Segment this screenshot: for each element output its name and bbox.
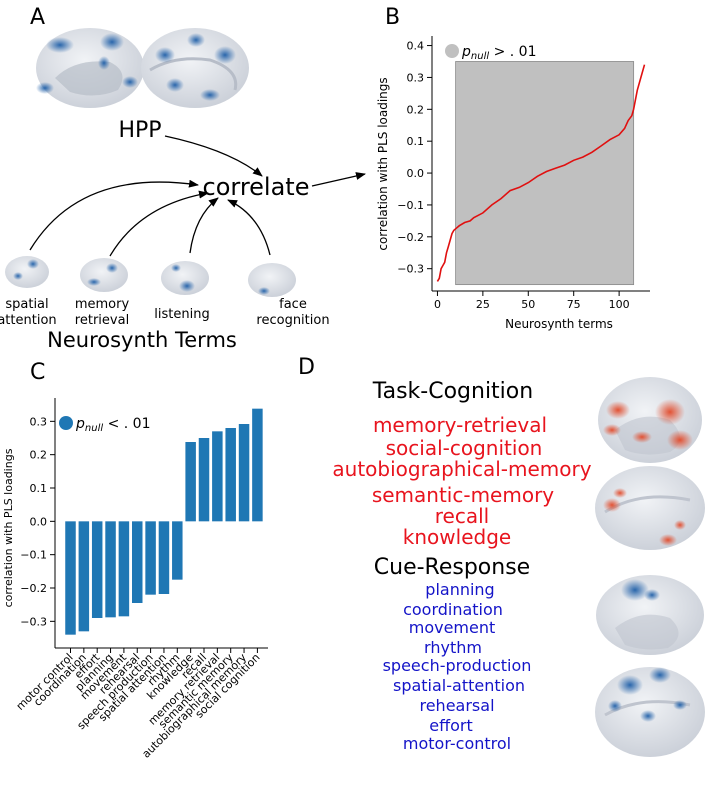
panel-c-letter: C xyxy=(30,360,45,385)
panel-b-ylabel: correlation with PLS loadings xyxy=(376,77,390,250)
bar-semantic-memory xyxy=(225,428,236,522)
panel-b-legend: pnull > . 01 xyxy=(445,44,536,62)
panel-a: HPP correlate spatial a xyxy=(0,28,366,352)
bar-rhythm xyxy=(172,521,183,580)
legend-text-b: pnull > . 01 xyxy=(461,44,536,62)
task-brain-lateral xyxy=(595,466,705,550)
cue-word-2: coordination xyxy=(403,600,503,619)
correlate-label: correlate xyxy=(203,173,310,201)
arrow-term1-to-correlate xyxy=(29,179,199,251)
arrow-correlate-to-panel-b xyxy=(311,172,366,187)
bar-motor-control xyxy=(65,521,76,635)
term-brain-listening xyxy=(161,261,209,295)
bar-planning xyxy=(105,521,116,618)
bar-spatial-attention xyxy=(158,521,170,594)
task-brain-medial xyxy=(598,377,702,463)
panel-d-word-clouds: Task-Cognition memory-retrieval social-c… xyxy=(332,377,705,757)
panel-b-xlabel: Neurosynth terms xyxy=(505,317,613,331)
task-word-6: knowledge xyxy=(403,525,511,549)
correlation-line xyxy=(436,64,646,282)
cue-brain-lateral xyxy=(595,667,705,757)
panel-b-y-tick-label: 0.3 xyxy=(407,71,425,84)
cue-word-6: spatial-attention xyxy=(393,676,525,695)
cue-word-7: rehearsal xyxy=(419,696,494,715)
panel-b-x-tick-label: 75 xyxy=(567,298,581,311)
hpp-brain-medial xyxy=(36,28,144,108)
bar-autobiographical-memory xyxy=(238,424,250,522)
panel-b-y-tick-label: −0.2 xyxy=(397,231,424,244)
panel-b-letter: B xyxy=(385,5,400,30)
panel-b-y-tick-label: 0.0 xyxy=(407,167,425,180)
panel-b-y-tick-label: −0.1 xyxy=(397,199,424,212)
cue-word-8: effort xyxy=(429,716,473,735)
panel-c-ylabel: correlation with PLS loadings xyxy=(2,448,15,607)
term-label-1-line1: spatial xyxy=(5,297,48,312)
term-brain-face-recognition xyxy=(248,263,296,297)
panel-c-y-tick-label: −0.3 xyxy=(20,615,47,628)
bar-memory-retrieval xyxy=(212,431,223,522)
cue-word-9: motor-control xyxy=(403,734,511,753)
cue-word-4: rhythm xyxy=(424,638,482,657)
cue-word-1: planning xyxy=(425,580,494,599)
term-label-1-line2: attention xyxy=(0,313,57,328)
cue-word-3: movement xyxy=(409,618,496,637)
cue-brain-medial xyxy=(596,575,704,655)
panel-c-y-tick-label: −0.2 xyxy=(20,582,47,595)
panel-c-y-tick-label: 0.3 xyxy=(30,415,48,428)
panel-b-x-tick-label: 0 xyxy=(434,298,441,311)
term-brain-spatial-attention xyxy=(5,256,49,288)
panel-b-y-tick-label: 0.1 xyxy=(407,135,425,148)
neurosynth-terms-label: Neurosynth Terms xyxy=(47,328,237,352)
task-word-4: semantic-memory xyxy=(372,483,554,507)
task-cognition-title: Task-Cognition xyxy=(372,379,533,404)
arrow-term4-to-correlate xyxy=(227,199,271,256)
task-word-2: social-cognition xyxy=(386,436,543,460)
legend-marker-bar xyxy=(59,416,73,430)
term-brain-memory-retrieval xyxy=(80,258,128,292)
panel-d-letter: D xyxy=(298,355,315,380)
term-label-2-line2: retrieval xyxy=(75,313,129,328)
bar-recall xyxy=(198,438,210,522)
task-word-5: recall xyxy=(435,504,489,528)
panel-c-bar-chart: −0.3−0.2−0.10.00.10.20.3 motor controlco… xyxy=(2,398,268,761)
hpp-label: HPP xyxy=(118,118,161,143)
legend-text-c: pnull < . 01 xyxy=(75,416,150,434)
bar-social-cognition xyxy=(252,408,263,522)
panel-c-y-tick-label: 0.0 xyxy=(30,515,48,528)
panel-c-y-tick-label: 0.2 xyxy=(30,449,48,462)
panel-b-y-tick-label: −0.3 xyxy=(397,263,424,276)
term-label-2-line1: memory xyxy=(75,297,130,312)
legend-marker-band xyxy=(445,44,459,58)
cue-response-title: Cue-Response xyxy=(374,555,530,580)
bar-movement xyxy=(118,521,130,617)
task-word-3: autobiographical-memory xyxy=(332,457,591,481)
bar-effort xyxy=(91,521,103,618)
panel-b-y-tick-label: 0.4 xyxy=(407,40,425,53)
term-label-3: listening xyxy=(154,307,209,322)
panel-a-letter: A xyxy=(30,5,45,30)
panel-c-legend: pnull < . 01 xyxy=(59,416,150,434)
panel-b-line-chart: −0.3 −0.2 −0.1 0.0 0.1 0.2 0.3 0.4 0 25 50 75 100 pn… xyxy=(376,36,650,331)
panel-b-x-tick-label: 100 xyxy=(609,298,630,311)
panel-b-x-tick-label: 50 xyxy=(521,298,535,311)
panel-c-y-tick-label: 0.1 xyxy=(30,482,48,495)
task-word-1: memory-retrieval xyxy=(373,413,547,437)
term-label-4-line2: recognition xyxy=(256,313,329,328)
hpp-brain-lateral xyxy=(141,28,249,108)
panel-c-y-tick-label: −0.1 xyxy=(20,549,47,562)
bar-coordination xyxy=(78,521,90,632)
bar-speech-production xyxy=(145,521,156,595)
arrow-hpp-to-correlate xyxy=(164,135,263,177)
panel-b-x-tick-label: 25 xyxy=(476,298,490,311)
arrow-term3-to-correlate xyxy=(189,197,219,254)
panel-b-y-tick-label: 0.2 xyxy=(407,103,425,116)
bar-knowledge xyxy=(185,442,196,522)
cue-word-5: speech-production xyxy=(383,656,532,675)
term-label-4-line1: face xyxy=(279,297,307,312)
arrow-term2-to-correlate xyxy=(109,190,209,257)
bar-rehearsal xyxy=(132,521,143,603)
